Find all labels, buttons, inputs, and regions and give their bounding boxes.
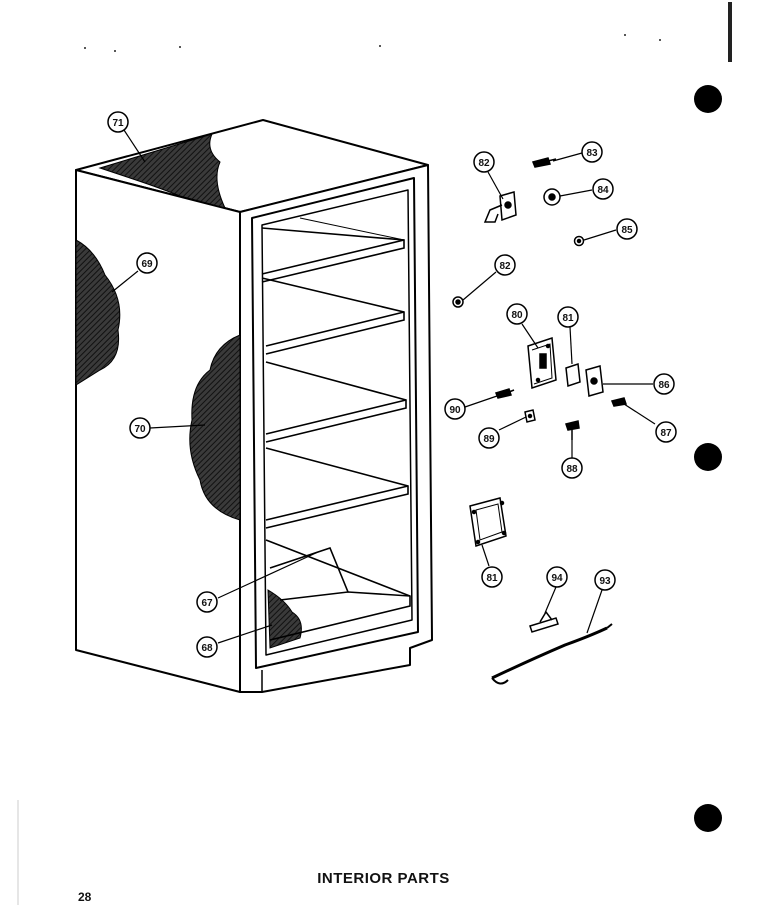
callout-82-top: 82: [473, 151, 495, 173]
leader-lines: [111, 129, 656, 644]
part-82-thermostat: [483, 191, 517, 223]
svg-text:90: 90: [449, 405, 461, 416]
svg-text:93: 93: [599, 576, 611, 587]
shelf-4: [265, 447, 409, 529]
svg-text:82: 82: [478, 158, 490, 169]
svg-text:87: 87: [660, 428, 672, 439]
callout-71: 71: [107, 111, 129, 133]
callout-94: 94: [546, 566, 568, 588]
svg-text:70: 70: [134, 424, 146, 435]
part-90-screw: [495, 388, 515, 399]
cabinet-opening: [251, 177, 419, 669]
svg-text:69: 69: [141, 259, 153, 270]
callout-70: 70: [129, 417, 151, 439]
callout-84: 84: [592, 178, 614, 200]
callout-67: 67: [196, 591, 218, 613]
part-80-bracket: [527, 336, 557, 390]
insulation-top: [98, 133, 226, 209]
callout-93: 93: [594, 569, 616, 591]
page-caption: INTERIOR PARTS: [317, 870, 450, 887]
svg-text:84: 84: [597, 185, 609, 196]
shelf-1: [261, 217, 405, 283]
callout-90: 90: [444, 398, 466, 420]
svg-text:89: 89: [483, 434, 495, 445]
svg-text:81: 81: [486, 573, 498, 584]
edge-marks: [84, 2, 732, 62]
callout-85: 85: [616, 218, 638, 240]
svg-text:88: 88: [566, 464, 578, 475]
callout-68: 68: [196, 636, 218, 658]
shelf-2: [261, 277, 405, 355]
svg-text:85: 85: [621, 225, 633, 236]
svg-text:82: 82: [499, 261, 511, 272]
part-84-knob: [543, 188, 561, 206]
parts: [452, 157, 627, 685]
shelves: [261, 217, 411, 641]
part-89-clip: [524, 409, 536, 423]
svg-text:67: 67: [201, 598, 213, 609]
callout-88: 88: [561, 457, 583, 479]
shelf-3: [265, 361, 407, 443]
callout-80: 80: [506, 303, 528, 325]
part-93-cord: [491, 623, 613, 685]
part-81-shield: [565, 362, 581, 388]
svg-text:83: 83: [586, 148, 598, 159]
insulation-bottom: [267, 589, 302, 649]
part-82-grommet: [452, 296, 464, 308]
callout-81-bottom: 81: [481, 566, 503, 588]
callouts: 71 69 70 67 68 82 83 84 85 82 80 81 86 8…: [107, 111, 677, 658]
svg-text:81: 81: [562, 313, 574, 324]
page-number: 28: [78, 890, 92, 904]
part-83-screw: [531, 157, 557, 168]
part-88-screw: [565, 420, 580, 440]
part-87-screw: [610, 397, 627, 407]
svg-text:94: 94: [551, 573, 563, 584]
part-86-socket: [585, 365, 604, 397]
freezer-cabinet: [75, 119, 433, 693]
svg-text:86: 86: [658, 380, 670, 391]
part-81-cover: [469, 497, 507, 547]
svg-text:80: 80: [511, 310, 523, 321]
insulation-patches: [75, 133, 302, 649]
callout-87: 87: [655, 421, 677, 443]
part-94-clamp: [529, 610, 559, 633]
svg-text:71: 71: [112, 118, 124, 129]
part-85-nut: [573, 235, 585, 247]
callout-83-top: 83: [581, 141, 603, 163]
insulation-left-side: [75, 239, 121, 386]
insulation-side-rear: [189, 334, 241, 521]
callout-86: 86: [653, 373, 675, 395]
callout-81-top: 81: [557, 306, 579, 328]
callout-69: 69: [136, 252, 158, 274]
bottom-liner: [265, 539, 411, 641]
binder-hole-middle: [694, 443, 722, 471]
svg-text:68: 68: [201, 643, 213, 654]
binder-hole-bottom: [694, 804, 722, 832]
callout-82-mid: 82: [494, 254, 516, 276]
binder-hole-top: [694, 85, 722, 113]
callout-89: 89: [478, 427, 500, 449]
